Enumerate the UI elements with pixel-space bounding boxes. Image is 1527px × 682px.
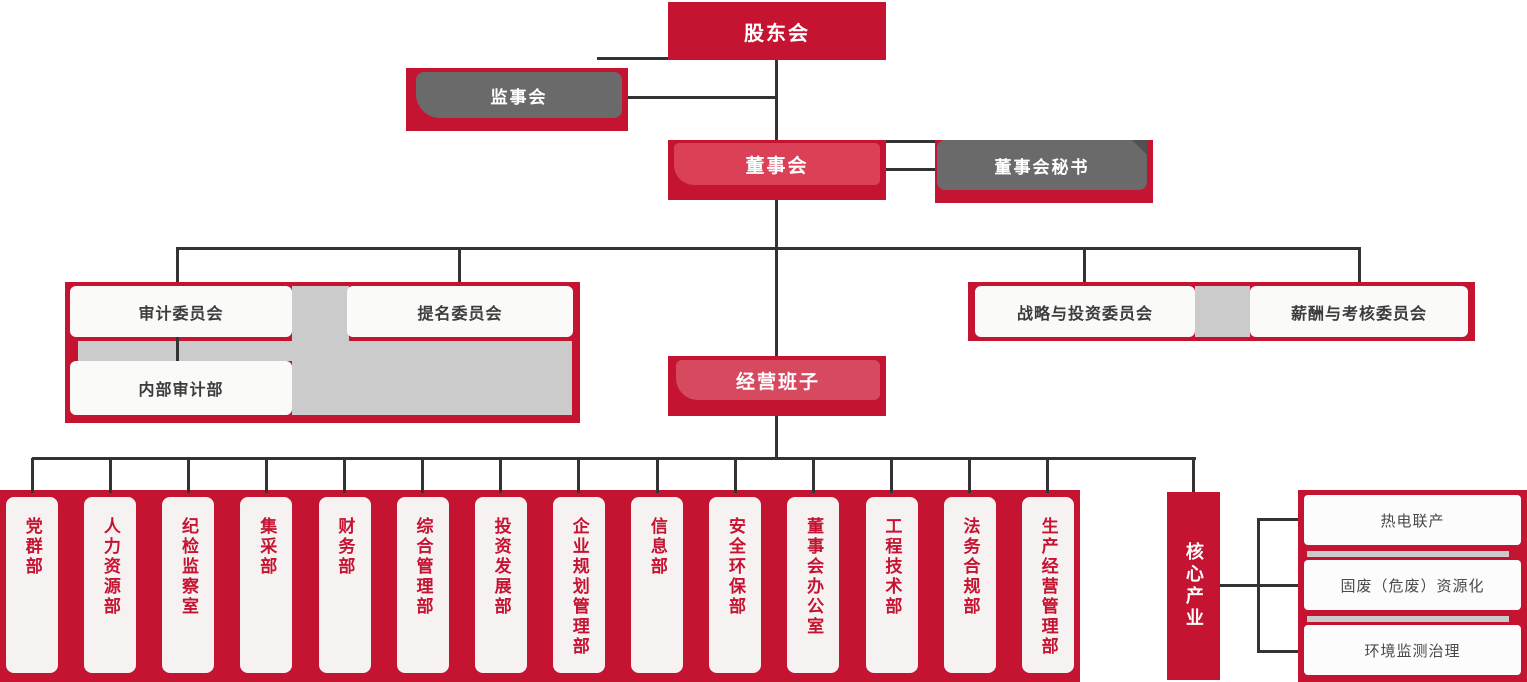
department-label: 集采部	[257, 517, 277, 577]
industry-box: 固废（危废）资源化	[1304, 560, 1521, 610]
department-box: 企业规划管理部	[552, 458, 605, 673]
department-box: 人力资源部	[84, 458, 137, 673]
connector-board-secretary-top	[884, 140, 935, 143]
department-box: 纪检监察室	[162, 458, 215, 673]
department-label: 生产经营管理部	[1038, 517, 1058, 657]
connector-audit-internal	[176, 337, 179, 363]
committee-audit: 审计委员会	[70, 286, 292, 337]
committee-remuneration-assessment: 薪酬与考核委员会	[1250, 286, 1468, 337]
department-label: 安全环保部	[726, 517, 746, 617]
department-box: 财务部	[318, 458, 371, 673]
connector-board-management	[775, 198, 778, 358]
node-board-secretary: 董事会秘书	[935, 140, 1153, 203]
connector-shareholders-board	[775, 58, 778, 142]
connector-drop-remuneration-committee	[1358, 247, 1361, 284]
connector-core-out	[1218, 584, 1260, 587]
department-label: 纪检监察室	[179, 517, 199, 617]
industry-box: 热电联产	[1304, 495, 1521, 545]
dept-internal-audit-label: 内部审计部	[138, 382, 224, 399]
industry-label: 环境监测治理	[1364, 642, 1461, 660]
connector-board-secretary-mid	[884, 168, 935, 171]
department-label: 法务合规部	[960, 517, 980, 617]
department-label: 综合管理部	[413, 517, 433, 617]
department-box: 董事会办公室	[787, 458, 840, 673]
connector-industry-1	[1257, 518, 1298, 521]
node-supervisory-board: 监事会	[406, 68, 628, 131]
node-management-team-label: 经营班子	[735, 371, 820, 393]
connector-committee-bus	[176, 247, 1361, 250]
board-card: 董事会	[674, 143, 880, 185]
connector-supervisory-trunk	[622, 96, 778, 99]
department-box: 安全环保部	[709, 458, 762, 673]
connector-drop-audit-committee	[176, 247, 179, 284]
connector-management-bus	[775, 414, 778, 460]
node-shareholders: 股东会	[668, 2, 886, 60]
committee-strategy-investment-label: 战略与投资委员会	[1016, 305, 1153, 323]
department-label: 财务部	[335, 517, 355, 577]
node-board-of-directors: 董事会	[668, 140, 886, 200]
dept-internal-audit: 内部审计部	[70, 361, 292, 415]
gray-filler	[292, 286, 349, 343]
committee-group-right: 战略与投资委员会 薪酬与考核委员会	[968, 282, 1475, 341]
industry-panel: 热电联产 固废（危废）资源化 环境监测治理	[1298, 490, 1527, 682]
department-label: 企业规划管理部	[569, 517, 589, 657]
connector-shareholders-left-stub	[597, 57, 668, 60]
department-box: 信息部	[631, 458, 684, 673]
gray-strip-decoration	[1307, 616, 1509, 622]
committee-nomination: 提名委员会	[347, 286, 573, 337]
gray-filler	[292, 341, 572, 415]
department-label: 工程技术部	[882, 517, 902, 617]
folded-corner-decoration	[1132, 140, 1147, 155]
management-card: 经营班子	[676, 360, 880, 400]
node-shareholders-label: 股东会	[744, 22, 810, 45]
industry-label: 固废（危废）资源化	[1340, 577, 1485, 595]
supervisory-card: 监事会	[416, 72, 622, 118]
committee-audit-label: 审计委员会	[138, 305, 224, 323]
department-label: 党群部	[22, 517, 42, 577]
committee-group-left: 审计委员会 提名委员会 内部审计部	[65, 282, 580, 423]
node-supervisory-board-label: 监事会	[490, 87, 548, 107]
department-label: 信息部	[647, 517, 667, 577]
committee-remuneration-assessment-label: 薪酬与考核委员会	[1290, 305, 1427, 323]
department-label: 人力资源部	[100, 517, 120, 617]
node-core-industry: 核心产业	[1167, 492, 1220, 680]
node-board-secretary-label: 董事会秘书	[994, 157, 1090, 177]
committee-strategy-investment: 战略与投资委员会	[975, 286, 1195, 337]
department-box: 综合管理部	[396, 458, 449, 673]
department-box: 投资发展部	[474, 458, 527, 673]
connector-industry-3	[1257, 650, 1298, 653]
industry-label: 热电联产	[1380, 512, 1445, 530]
department-box: 生产经营管理部	[1021, 458, 1074, 673]
connector-drop-nomination-committee	[458, 247, 461, 284]
committee-nomination-label: 提名委员会	[417, 305, 503, 323]
gray-filler	[1195, 286, 1250, 337]
industry-cell: 热电联产	[1304, 495, 1521, 560]
department-box: 集采部	[240, 458, 293, 673]
department-box: 工程技术部	[865, 458, 918, 673]
node-board-label: 董事会	[745, 155, 809, 177]
connector-department-bus	[32, 457, 1196, 460]
connector-drop-strategy-committee	[1083, 247, 1086, 284]
department-label: 董事会办公室	[804, 517, 824, 637]
node-core-industry-label: 核心产业	[1183, 542, 1204, 630]
connector-industry-2	[1257, 584, 1298, 587]
industry-box: 环境监测治理	[1304, 625, 1521, 675]
gray-strip-decoration	[1307, 551, 1509, 557]
department-bar: 党群部 人力资源部 纪检监察室 集采部 财务部 综合管理部 投资发展部	[0, 458, 1080, 682]
department-label: 投资发展部	[491, 517, 511, 617]
industry-cell: 环境监测治理	[1304, 625, 1521, 675]
connector-drop-core-industry	[1192, 457, 1195, 492]
department-box: 党群部	[6, 458, 58, 673]
node-management-team: 经营班子	[668, 356, 886, 416]
secretary-card: 董事会秘书	[937, 140, 1147, 190]
industry-cell: 固废（危废）资源化	[1304, 560, 1521, 625]
department-box: 法务合规部	[943, 458, 996, 673]
